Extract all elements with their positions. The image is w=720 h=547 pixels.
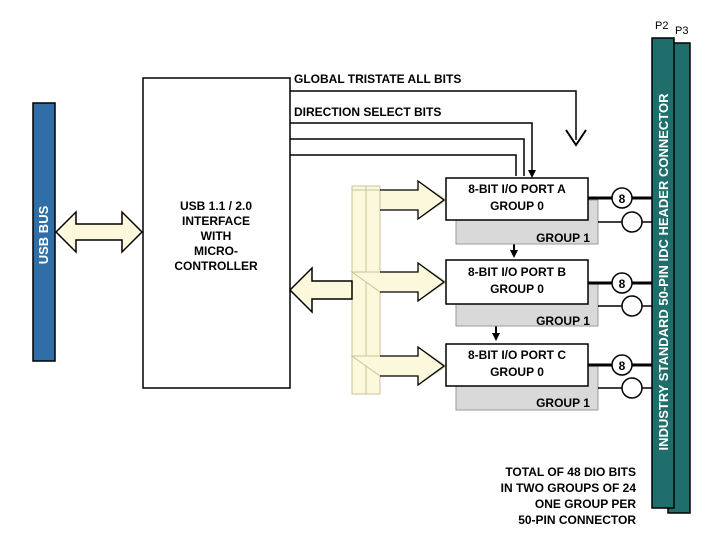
port-c-group1-label: GROUP 1 bbox=[536, 396, 590, 410]
note-line-3: ONE GROUP PER bbox=[535, 497, 636, 511]
port-b-bits: 8 bbox=[619, 277, 626, 291]
port-a-group0: GROUP 0 bbox=[490, 199, 544, 213]
usb-double-arrow bbox=[54, 210, 144, 254]
direction-select-label: DIRECTION SELECT BITS bbox=[294, 105, 441, 119]
port-a-box bbox=[445, 177, 589, 221]
port-a-bits-circle bbox=[611, 187, 633, 209]
bus-arrow-port-c bbox=[380, 345, 446, 387]
global-tristate-line bbox=[290, 90, 577, 140]
note-line-4: 50-PIN CONNECTOR bbox=[518, 513, 636, 527]
port-b-group0: GROUP 0 bbox=[490, 282, 544, 296]
interface-line-1: USB 1.1 / 2.0 bbox=[180, 199, 252, 213]
interface-line-5: CONTROLLER bbox=[174, 259, 258, 273]
port-c-name: 8-BIT I/O PORT C bbox=[468, 348, 566, 362]
interface-line-3: WITH bbox=[201, 229, 232, 243]
port-b-bits-circle bbox=[611, 272, 633, 294]
connector-p2-label: P2 bbox=[655, 20, 668, 32]
interface-line-4: MICRO- bbox=[194, 244, 238, 258]
port-b-group1-label: GROUP 1 bbox=[536, 314, 590, 328]
bus-arrow-port-b bbox=[380, 261, 446, 303]
direction-line-1 bbox=[290, 122, 536, 178]
data-bus bbox=[350, 180, 447, 395]
port-b-name: 8-BIT I/O PORT B bbox=[468, 265, 566, 279]
port-c-bits-circle bbox=[611, 354, 633, 376]
port-b-group1-circle bbox=[621, 295, 643, 317]
port-c-group1-circle bbox=[621, 377, 643, 399]
interface-line-2: INTERFACE bbox=[182, 214, 250, 228]
interface-block bbox=[142, 77, 291, 389]
global-tristate-arrowhead bbox=[565, 129, 587, 147]
port-c-box bbox=[445, 343, 589, 387]
note-line-1: TOTAL OF 48 DIO BITS bbox=[505, 465, 636, 479]
global-tristate-label: GLOBAL TRISTATE ALL BITS bbox=[294, 72, 461, 86]
bus-arrow-port-a bbox=[380, 179, 446, 221]
note-line-2: IN TWO GROUPS OF 24 bbox=[501, 481, 637, 495]
direction-line-2 bbox=[290, 138, 525, 176]
port-a-bits: 8 bbox=[619, 192, 626, 206]
port-b-box bbox=[445, 259, 589, 305]
port-a-name: 8-BIT I/O PORT A bbox=[468, 182, 566, 196]
connector-p3-label: P3 bbox=[675, 25, 688, 37]
connector-p2 bbox=[651, 37, 675, 509]
connector-label: INDUSTRY STANDARD 50-PIN IDC HEADER CONN… bbox=[656, 93, 671, 451]
bus-arrow-to-interface bbox=[288, 266, 353, 314]
port-a-group1-label: GROUP 1 bbox=[536, 231, 590, 245]
port-a-group1-circle bbox=[621, 211, 643, 233]
port-c-group0: GROUP 0 bbox=[490, 365, 544, 379]
port-c-bits: 8 bbox=[619, 359, 626, 373]
direction-line-3 bbox=[290, 154, 517, 176]
usb-bus-label: USB BUS bbox=[36, 205, 51, 264]
